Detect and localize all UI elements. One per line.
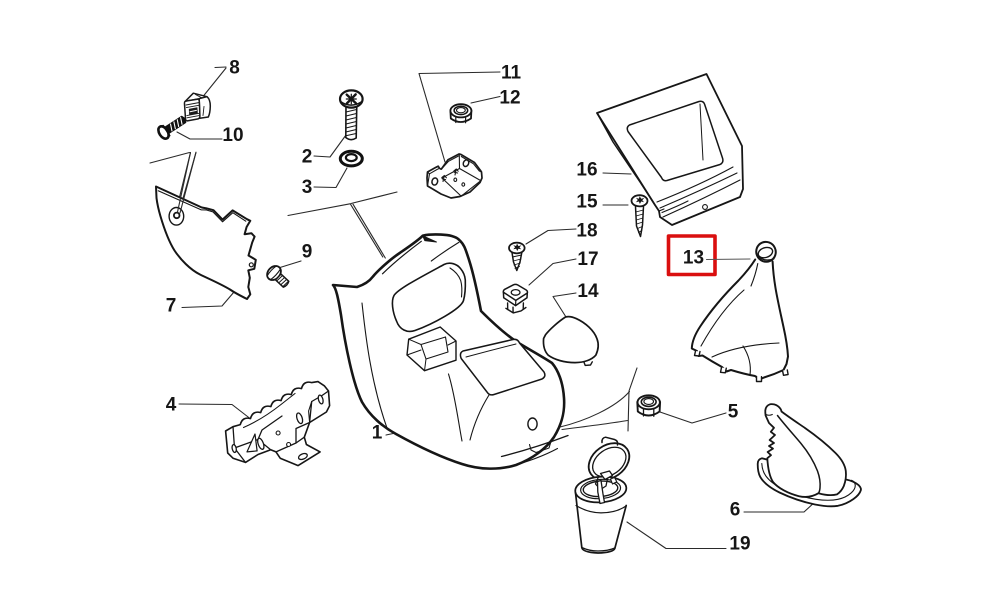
svg-text:4: 4 [166,395,177,416]
svg-text:7: 7 [166,296,177,317]
svg-text:3: 3 [302,177,313,198]
svg-text:18: 18 [576,221,597,242]
svg-text:13: 13 [683,248,704,269]
svg-text:10: 10 [222,125,243,146]
svg-text:19: 19 [729,534,750,555]
svg-text:5: 5 [728,402,739,423]
svg-text:12: 12 [499,88,520,109]
svg-text:1: 1 [372,423,383,444]
svg-text:9: 9 [302,242,313,263]
svg-text:2: 2 [302,147,313,168]
svg-text:15: 15 [576,192,598,213]
svg-text:8: 8 [229,58,240,79]
svg-text:11: 11 [501,63,522,84]
svg-text:14: 14 [577,281,599,302]
svg-text:16: 16 [576,160,597,181]
svg-text:6: 6 [730,500,741,521]
svg-text:17: 17 [577,249,598,270]
